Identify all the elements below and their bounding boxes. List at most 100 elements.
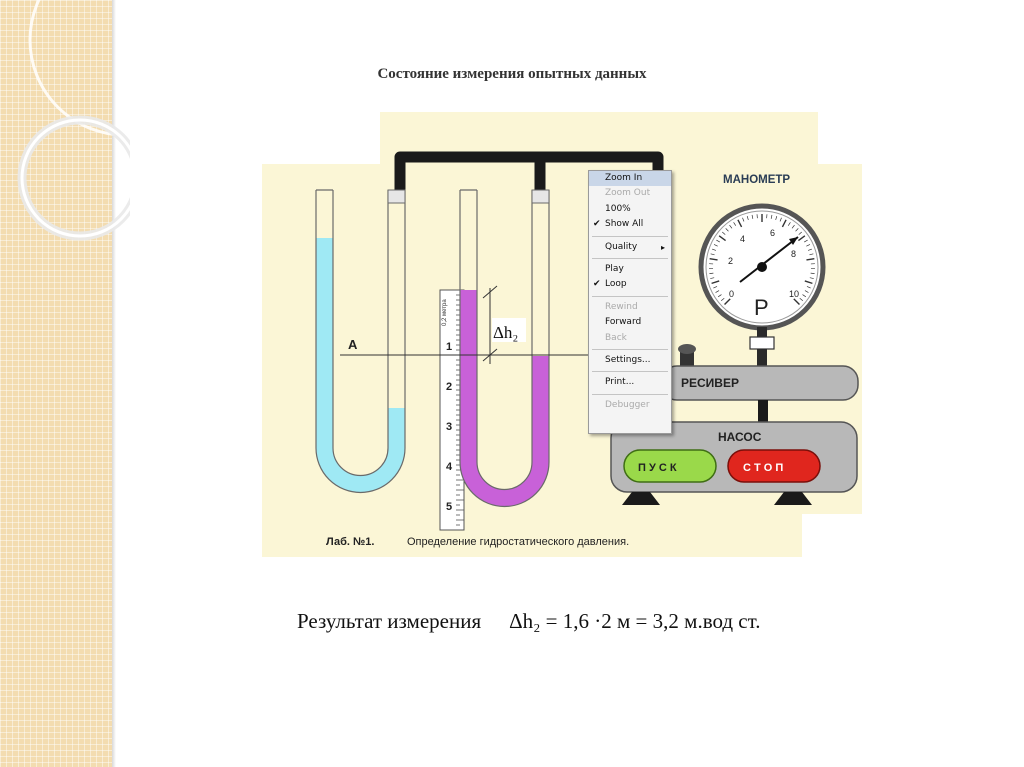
gauge-tick <box>710 277 715 279</box>
gauge-tick <box>709 272 714 274</box>
gauge-tick <box>799 297 804 302</box>
scale-label-3: 3 <box>446 421 452 433</box>
menu-separator <box>592 235 668 237</box>
gauge-tick <box>746 216 749 221</box>
menu-item-loop[interactable]: ✔ Loop <box>589 277 671 292</box>
result-label: Результат измерения <box>297 609 482 633</box>
point-a-label: А <box>348 337 358 352</box>
pressure-gauge: 0 2 4 6 8 10 P <box>698 203 826 331</box>
gauge-letter: P <box>754 295 769 320</box>
result-formula: Δh₂ = 1,6 ·2 м = 3,2 м.вод ст. <box>509 609 761 633</box>
menu-separator <box>592 393 668 395</box>
gauge-tick <box>798 231 802 235</box>
menu-item-label: Play <box>605 263 624 274</box>
u-tube-left <box>315 189 406 494</box>
gauge-tick <box>795 228 799 232</box>
gauge-tick <box>804 290 809 293</box>
slide-title: Состояние измерения опытных данных <box>377 66 647 82</box>
gauge-tick <box>717 294 722 298</box>
gauge-tick <box>810 272 815 274</box>
gauge-needle <box>739 236 799 283</box>
gauge-tick-label: 10 <box>789 289 799 299</box>
gauge-tick <box>718 235 727 242</box>
menu-separator <box>592 348 668 350</box>
gauge-tick-label: 2 <box>728 256 733 266</box>
menu-separator <box>592 295 668 297</box>
gauge-tick-label: 6 <box>770 228 775 238</box>
menu-item-label: Zoom Out <box>605 188 651 199</box>
scale-label-2: 2 <box>446 381 452 393</box>
menu-item-label: Loop <box>605 279 627 290</box>
menu-item-print[interactable]: Print... <box>589 375 671 390</box>
gauge-tick <box>791 224 795 229</box>
gauge-tick <box>720 297 725 302</box>
pump-label: НАСОС <box>718 430 762 444</box>
gauge-tick <box>710 253 715 256</box>
gauge-tick <box>729 224 733 229</box>
menu-item-settings[interactable]: Settings... <box>589 353 671 368</box>
menu-item-label: Quality <box>605 241 638 252</box>
menu-item-label: Print... <box>605 377 635 388</box>
menu-item-label: Back <box>605 332 627 343</box>
gauge-tick <box>733 222 737 226</box>
gauge-tick <box>802 294 807 298</box>
scale-label-5: 5 <box>446 501 452 513</box>
menu-item-label: Show All <box>605 219 644 230</box>
gauge-tick <box>809 253 814 256</box>
gauge-tick <box>751 214 754 219</box>
gauge-tick <box>797 235 806 242</box>
gauge-tick <box>712 248 717 251</box>
gauge-tick <box>722 231 726 235</box>
gauge-connector <box>749 336 775 350</box>
scale-label-4: 4 <box>446 461 453 473</box>
menu-item-zoom-in[interactable]: Zoom In <box>589 171 671 187</box>
menu-item-label: Settings... <box>605 354 651 365</box>
menu-item-rewind[interactable]: Rewind <box>589 300 671 315</box>
gauge-tick <box>713 244 718 247</box>
gauge-tick <box>779 217 782 222</box>
gauge-tick <box>806 244 811 247</box>
stop-button[interactable]: С Т О П <box>727 449 821 483</box>
menu-item-quality[interactable]: Quality ▸ <box>589 240 671 255</box>
menu-item-debugger[interactable]: Debugger <box>589 398 671 413</box>
gauge-tick <box>807 248 812 251</box>
decorative-rings <box>17 0 130 241</box>
gauge-tick <box>809 277 814 279</box>
scale-label-1: 1 <box>446 341 452 353</box>
gauge-tick <box>725 228 729 232</box>
gauge-tick <box>793 298 800 305</box>
gauge-tick <box>713 286 718 289</box>
menu-item-back[interactable]: Back <box>589 331 671 346</box>
menu-item-show-all[interactable]: ✔ Show All <box>589 217 671 232</box>
menu-item-label: Zoom In <box>605 173 643 183</box>
scale-unit-label: 0,2 метра <box>442 299 448 326</box>
menu-separator <box>592 371 668 373</box>
pump-foot-left <box>622 492 660 505</box>
menu-item-label: 100% <box>605 203 631 214</box>
gauge-tick <box>781 219 787 228</box>
check-icon: ✔ <box>593 279 601 290</box>
menu-item-label: Forward <box>605 317 642 328</box>
caption-text: Определение гидростатического давления. <box>407 536 629 548</box>
manometer-label: МАНОМЕТР <box>723 174 790 186</box>
submenu-arrow-icon: ▸ <box>660 242 665 252</box>
menu-item-zoom-out[interactable]: Zoom Out <box>589 186 671 201</box>
menu-item-forward[interactable]: Forward <box>589 315 671 330</box>
menu-item-label: Rewind <box>605 301 638 312</box>
menu-item-play[interactable]: Play <box>589 262 671 277</box>
pump-foot-right <box>774 492 812 505</box>
menu-item-100[interactable]: 100% <box>589 202 671 217</box>
gauge-tick <box>803 239 808 243</box>
gauge-tick <box>804 280 813 285</box>
gauge-tick <box>787 222 791 226</box>
check-icon: ✔ <box>593 219 601 230</box>
u-tube-right <box>459 189 550 508</box>
receiver-label: РЕСИВЕР <box>681 376 739 390</box>
gauge-tick <box>770 214 773 219</box>
gauge-tick-label: 4 <box>740 234 745 244</box>
delta-h-dimension: Δh₂ <box>482 285 526 364</box>
gauge-tick <box>711 280 720 285</box>
gauge-tick <box>715 290 720 293</box>
start-button[interactable]: П У С К <box>623 449 717 483</box>
